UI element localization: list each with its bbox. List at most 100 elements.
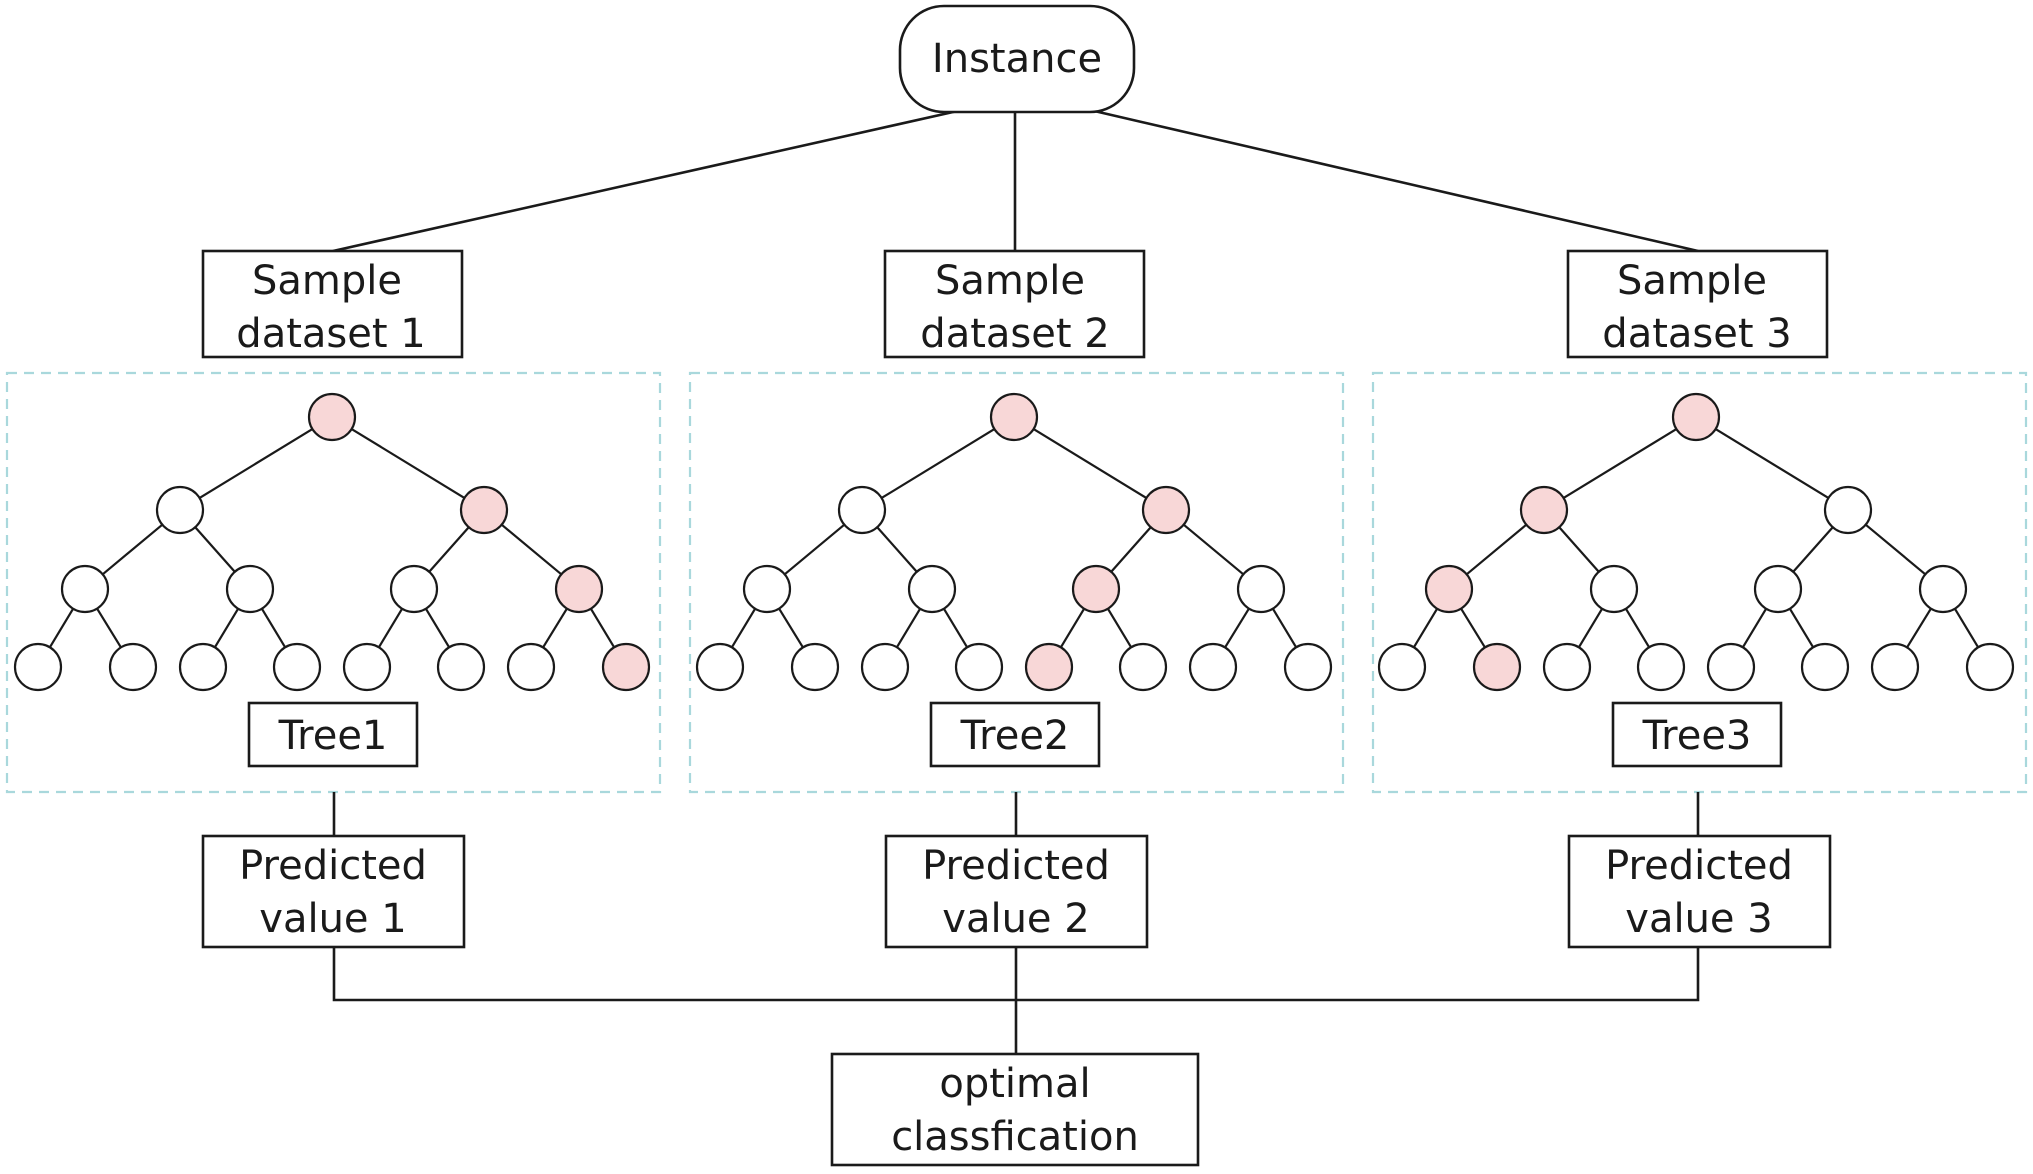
predicted-value-1: Predicted value 1 <box>201 834 466 949</box>
tree-1-node-RLL <box>342 642 392 692</box>
tree-2-node-LLL <box>695 642 745 692</box>
tree-2-node-L <box>837 485 887 535</box>
tree-1-node-LR <box>225 564 275 614</box>
tree-2-edge-L <box>881 428 995 499</box>
tree-1-edge-LR <box>194 526 236 573</box>
predicted-value-3: Predicted value 3 <box>1567 834 1832 949</box>
tree-1-node-RLR <box>436 642 486 692</box>
tree-3-node-LLR-highlighted <box>1472 642 1522 692</box>
tree-3-node-RLR <box>1800 642 1850 692</box>
tree-3-node-L-highlighted <box>1519 485 1569 535</box>
tree-2-node-LL <box>742 564 792 614</box>
prediction-connectors <box>332 792 1700 836</box>
tree-2-edge-RR <box>1182 523 1245 576</box>
tree-3-edge-RLR <box>1788 608 1815 648</box>
tree-3-node-LRR <box>1636 642 1686 692</box>
tree-2-node-LR <box>907 564 957 614</box>
tree-2-edge-LRL <box>895 608 922 648</box>
tree-1-node-RRR-highlighted <box>601 642 651 692</box>
tree-3-node-LL-highlighted <box>1424 564 1474 614</box>
tree-1-edge-RLR <box>424 608 451 648</box>
tree-2-node-RL-highlighted <box>1071 564 1121 614</box>
tree-1-edge-RLL <box>377 608 404 648</box>
tree-3-edge-LR <box>1558 526 1600 573</box>
tree-2-edge-LRR <box>942 608 969 648</box>
tree-2-node-RRL <box>1188 642 1238 692</box>
tree-1-node-LL <box>60 564 110 614</box>
tree-3-edge-R <box>1715 428 1829 499</box>
tree-3-edge-LRR <box>1624 608 1651 648</box>
tree-3-node-root-highlighted <box>1671 392 1721 442</box>
sample-dataset-3: Sample dataset 3 <box>1566 249 1829 359</box>
tree-1-node-LLL <box>13 642 63 692</box>
tree-3-edge-RRL <box>1906 608 1932 648</box>
tree-3-node-RLL <box>1706 642 1756 692</box>
tree-1-edge-RR <box>500 523 563 576</box>
tree-group-3 <box>1371 371 2028 794</box>
tree-2-edge-R <box>1033 428 1147 499</box>
tree-3-edge-LL <box>1465 523 1528 576</box>
tree-3-node-LRL <box>1542 642 1592 692</box>
tree-1-edge-LL <box>101 523 164 576</box>
aggregation-connectors <box>332 947 1700 1054</box>
tree-1-edge-L <box>199 428 313 499</box>
tree-2-edge-RRR <box>1271 608 1298 648</box>
predicted-value-1-line1: Predicted <box>239 843 427 889</box>
tree-2-edge-RL <box>1110 526 1152 573</box>
tree-3-edge-LRL <box>1577 608 1604 648</box>
sample-dataset-1: Sample dataset 1 <box>201 249 464 359</box>
tree-3-edge-RLL <box>1741 608 1768 648</box>
sample-dataset-3-line2: dataset 3 <box>1602 311 1791 357</box>
tree-2-edge-RLL <box>1059 608 1086 648</box>
predicted-value-3-line1: Predicted <box>1605 843 1793 889</box>
tree-2-edge-RRL <box>1224 608 1250 648</box>
tree-1-node-LLR <box>108 642 158 692</box>
tree-1-node-L <box>155 485 205 535</box>
tree-2-node-root-highlighted <box>989 392 1039 442</box>
root-connectors <box>332 108 1699 253</box>
tree-1-edge-RRL <box>542 608 568 648</box>
tree-3-edge-RR <box>1864 523 1927 576</box>
tree-1-node-LRL <box>178 642 228 692</box>
optimal-classification-line2: classfication <box>891 1114 1139 1160</box>
tree-1-label: Tree1 <box>278 713 388 759</box>
tree-3-node-RL <box>1753 564 1803 614</box>
tree-2-label-box: Tree2 <box>929 701 1101 768</box>
tree-2-node-RR <box>1236 564 1286 614</box>
tree-3-edge-RRR <box>1953 608 1980 648</box>
tree-1-label-box: Tree1 <box>247 701 419 768</box>
instance-node: Instance <box>898 4 1136 114</box>
tree-1-node-RR-highlighted <box>554 564 604 614</box>
tree-1-node-LRR <box>272 642 322 692</box>
tree-2-edge-LLR <box>778 608 804 648</box>
optimal-classification-box: optimal classfication <box>830 1052 1200 1167</box>
predicted-value-1-line2: value 1 <box>259 896 406 942</box>
sample-dataset-2-line1: Sample <box>935 258 1085 304</box>
tree-1-node-root-highlighted <box>307 392 357 442</box>
tree-2-node-R-highlighted <box>1141 485 1191 535</box>
tree-2-edge-LL <box>783 523 846 576</box>
tree-3-node-RR <box>1918 564 1968 614</box>
tree-1-edge-RL <box>428 526 470 573</box>
tree-1-edge-LRR <box>260 608 287 648</box>
tree-3-label: Tree3 <box>1642 713 1752 759</box>
sample-dataset-2-line2: dataset 2 <box>920 311 1109 357</box>
tree-1-node-R-highlighted <box>459 485 509 535</box>
trees <box>13 392 2015 692</box>
tree-3-node-R <box>1823 485 1873 535</box>
tree-2-node-RRR <box>1283 642 1333 692</box>
tree-2-node-RLL-highlighted <box>1024 642 1074 692</box>
tree-3-label-box: Tree3 <box>1611 701 1783 768</box>
connector-root-to-sample-1 <box>332 108 963 253</box>
predicted-value-2: Predicted value 2 <box>884 834 1149 949</box>
tree-3-node-RRR <box>1965 642 2015 692</box>
tree-1-node-RRL <box>506 642 556 692</box>
tree-1-edge-R <box>351 428 465 499</box>
sample-dataset-1-line2: dataset 1 <box>236 311 425 357</box>
sample-dataset-2: Sample dataset 2 <box>883 249 1146 359</box>
tree-3-edge-L <box>1563 428 1677 499</box>
tree-2-edge-LR <box>876 526 918 573</box>
instance-label: Instance <box>932 36 1102 82</box>
tree-2-node-LRL <box>860 642 910 692</box>
sample-dataset-1-line1: Sample <box>252 258 402 304</box>
